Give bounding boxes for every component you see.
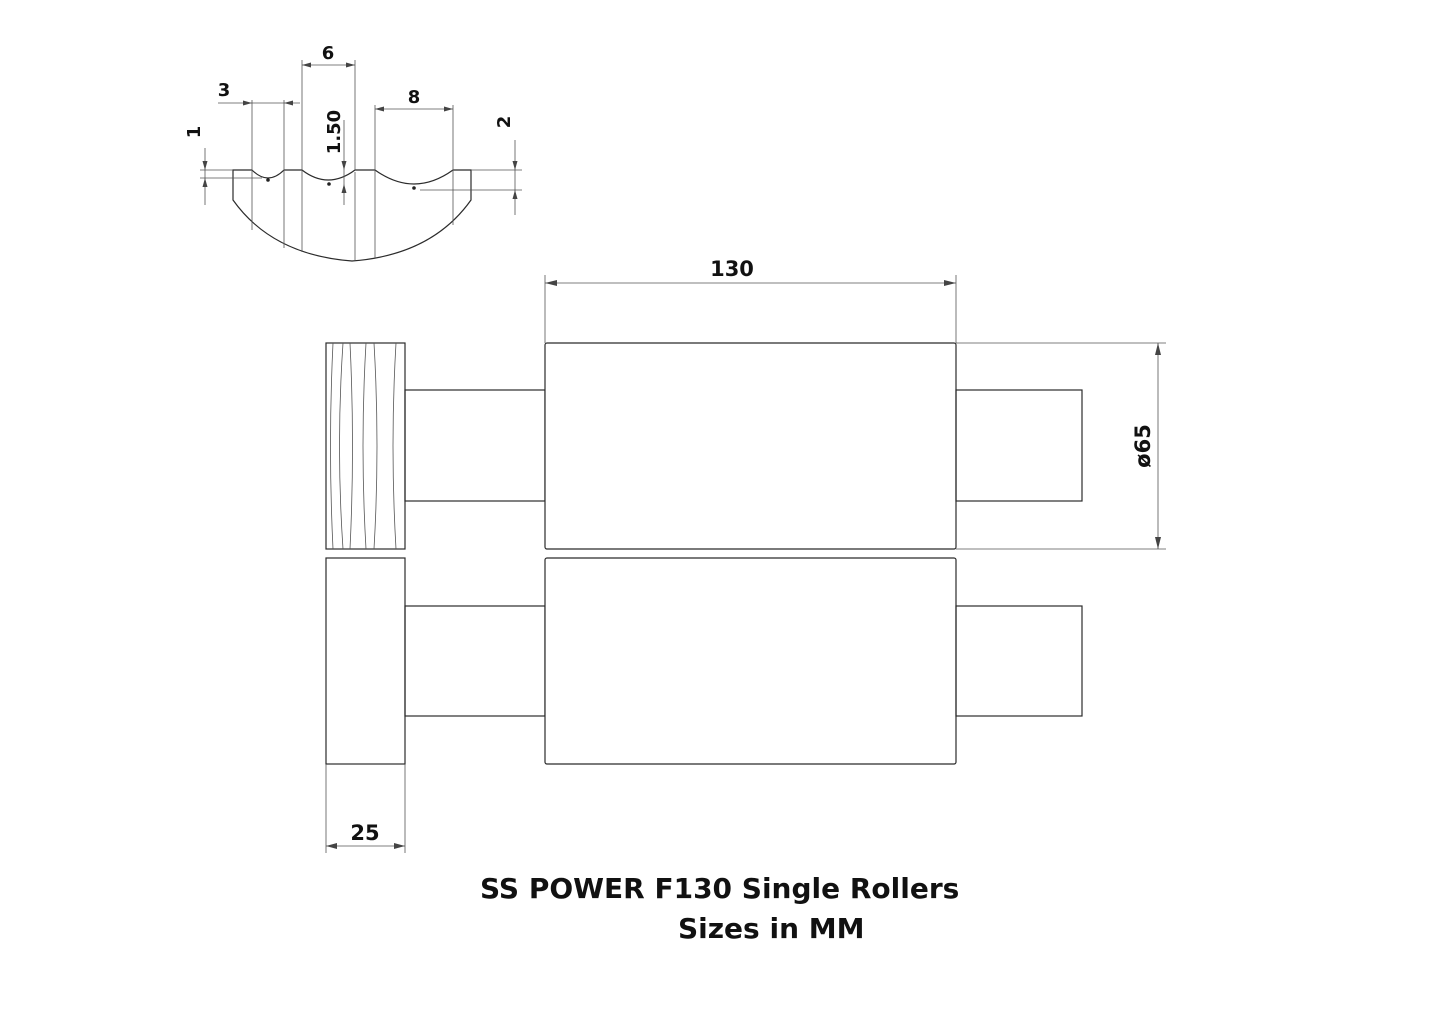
left-shaft	[404, 605, 546, 717]
dim-roller-width-label: 25	[350, 821, 379, 845]
lower-roller-assembly	[325, 557, 1083, 765]
upper-roller-assembly	[325, 342, 1083, 550]
drawing-subtitle: Sizes in MM	[678, 912, 865, 945]
groove-profile-detail: 3 6 8 1 1.50 2	[184, 43, 522, 262]
flat-wheel	[325, 557, 406, 765]
right-shaft	[955, 389, 1083, 502]
dim-groove-depth-150: 1.50	[324, 110, 345, 154]
roller-body	[544, 342, 957, 550]
dim-groove-spacing: 3	[218, 80, 231, 101]
dim-roller-diameter-label: ø65	[1131, 424, 1155, 468]
dim-roller-width: 25	[325, 764, 406, 853]
left-shaft	[404, 389, 546, 502]
right-shaft	[955, 605, 1083, 717]
dim-groove-width-large: 8	[408, 87, 421, 108]
groove-center-dot	[266, 178, 270, 182]
groove-center-dot	[327, 182, 331, 186]
groove-profile-outline	[232, 169, 472, 262]
dim-roller-length-label: 130	[710, 257, 754, 281]
groove-center-dot	[412, 186, 416, 190]
dim-roller-diameter: ø65	[956, 342, 1166, 550]
dim-groove-depth-1: 1	[184, 126, 205, 139]
roller-body	[544, 557, 957, 765]
drawing-title: SS POWER F130 Single Rollers	[480, 872, 960, 905]
dim-groove-width-small: 6	[322, 43, 335, 64]
dim-roller-length: 130	[544, 257, 957, 343]
dim-groove-depth-2: 2	[494, 116, 515, 129]
